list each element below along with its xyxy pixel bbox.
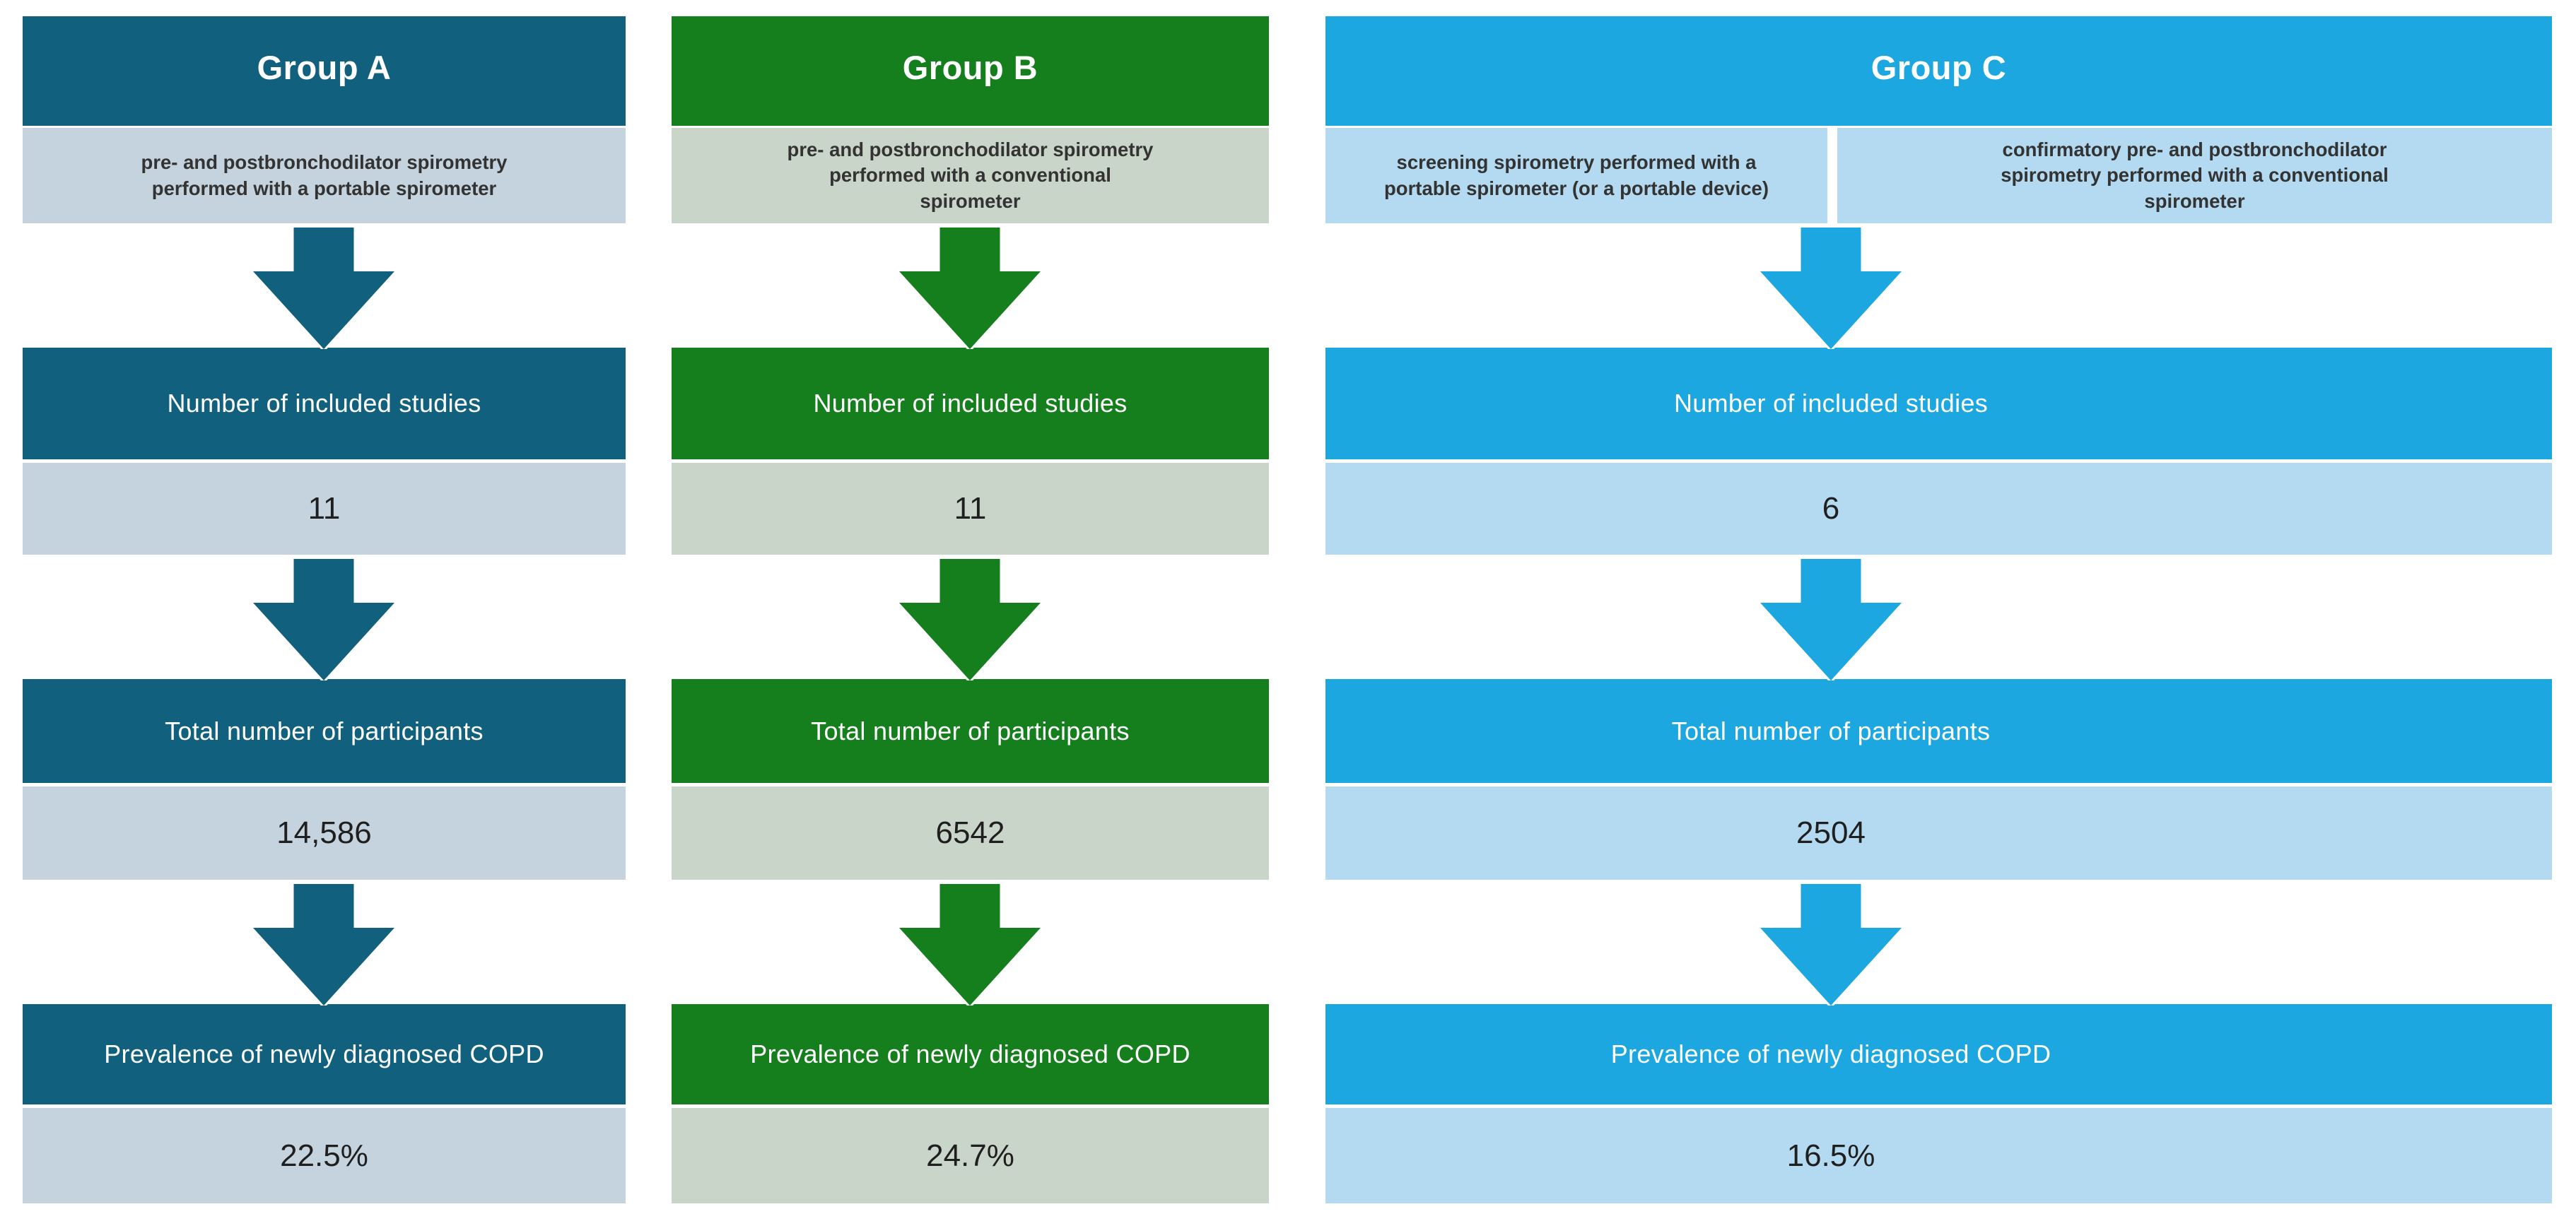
step-label-bar: Total number of participants (23, 679, 626, 783)
group-c-description-row: screening spirometry performed with a po… (1325, 128, 2552, 223)
down-arrow-icon (23, 884, 626, 1006)
step-value-box: 6 (1325, 463, 2552, 555)
group-b-description-row: pre- and postbronchodilator spirometry p… (672, 128, 1269, 223)
step-label-bar: Total number of participants (1325, 679, 2552, 783)
down-arrow-icon (1325, 559, 2552, 680)
step-label-bar: Number of included studies (1325, 348, 2552, 459)
group-a-description: pre- and postbronchodilator spirometry p… (23, 128, 626, 223)
flow-column-group-c: Group C screening spirometry performed w… (1325, 16, 2552, 1203)
step-value-box: 16.5% (1325, 1108, 2552, 1203)
step-label-bar: Number of included studies (672, 348, 1269, 459)
group-b-header: Group B (672, 16, 1269, 126)
down-arrow-icon (672, 559, 1269, 680)
down-arrow-icon (23, 228, 626, 349)
step-label-bar: Prevalence of newly diagnosed COPD (672, 1004, 1269, 1104)
step-value-box: 11 (672, 463, 1269, 555)
down-arrow-icon (672, 884, 1269, 1006)
step-value-box: 2504 (1325, 786, 2552, 880)
down-arrow-icon (23, 559, 626, 680)
down-arrow-icon (1325, 228, 2552, 349)
step-value-box: 14,586 (23, 786, 626, 880)
step-label-bar: Number of included studies (23, 348, 626, 459)
step-label-bar: Prevalence of newly diagnosed COPD (1325, 1004, 2552, 1104)
group-c-description-confirmatory: confirmatory pre- and postbronchodilator… (1837, 128, 2552, 223)
step-label-bar: Prevalence of newly diagnosed COPD (23, 1004, 626, 1104)
down-arrow-icon (1325, 884, 2552, 1006)
step-label-bar: Total number of participants (672, 679, 1269, 783)
group-c-header: Group C (1325, 16, 2552, 126)
group-a-header: Group A (23, 16, 626, 126)
step-value-box: 22.5% (23, 1108, 626, 1203)
step-value-box: 24.7% (672, 1108, 1269, 1203)
flow-column-group-a: Group A pre- and postbronchodilator spir… (23, 16, 626, 1203)
flow-column-group-b: Group B pre- and postbronchodilator spir… (672, 16, 1269, 1203)
step-value-box: 11 (23, 463, 626, 555)
group-b-description: pre- and postbronchodilator spirometry p… (672, 128, 1269, 223)
group-a-description-row: pre- and postbronchodilator spirometry p… (23, 128, 626, 223)
group-c-description-screening: screening spirometry performed with a po… (1325, 128, 1827, 223)
step-value-box: 6542 (672, 786, 1269, 880)
down-arrow-icon (672, 228, 1269, 349)
